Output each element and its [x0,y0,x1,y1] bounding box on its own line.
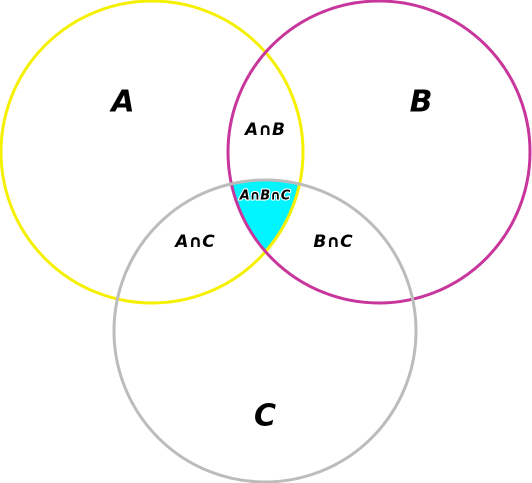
label-region-abc: A∩B∩C [239,189,291,204]
circle-b [226,0,532,305]
label-set-c: C [254,399,276,434]
label-set-b: B [410,85,433,120]
label-region-bc: B∩C [313,232,353,252]
label-region-ac: A∩C [173,232,215,252]
circle-c [112,178,418,483]
circle-a [0,0,305,305]
label-region-ab: A∩B [243,120,285,140]
label-set-a: A [109,85,134,120]
